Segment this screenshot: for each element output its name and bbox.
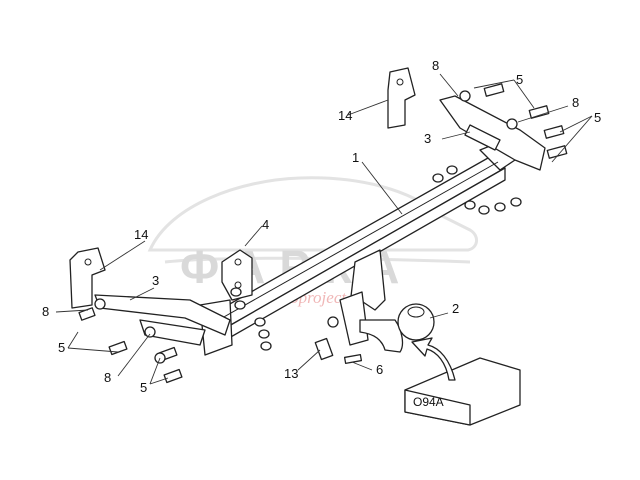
nut-row-beam-right — [432, 165, 522, 215]
callout-8-left: 8 — [42, 304, 49, 319]
callout-5-left: 5 — [58, 340, 65, 355]
left-reinforcement-plate — [69, 247, 106, 309]
callout-8-bottom: 8 — [104, 370, 111, 385]
socket-fixings — [314, 316, 363, 364]
watermark-car-outline — [147, 176, 478, 252]
callout-5-right: 5 — [594, 110, 601, 125]
callout-8-right: 8 — [572, 95, 579, 110]
arrow-into-box — [411, 337, 456, 381]
callout-3-left: 3 — [152, 273, 159, 288]
bolt-set-right — [459, 83, 568, 159]
callout-5-top: 5 — [516, 72, 523, 87]
right-reinforcement-plate — [387, 67, 416, 129]
spacer-plate — [221, 249, 253, 301]
callout-2: 2 — [452, 301, 459, 316]
kit-box-code: O94A — [413, 395, 444, 409]
callout-8-top: 8 — [432, 58, 439, 73]
callout-6: 6 — [376, 362, 383, 377]
right-side-bracket — [439, 95, 546, 171]
callout-3-right: 3 — [424, 131, 431, 146]
callout-labels: 1 2 3 3 4 5 5 5 5 6 8 8 8 8 13 14 14 — [42, 58, 601, 395]
callout-1: 1 — [352, 150, 359, 165]
nut-row-beam-left — [230, 287, 272, 351]
kit-box: O94A — [404, 357, 521, 426]
callout-5-bottom: 5 — [140, 380, 147, 395]
callout-leaders — [55, 73, 593, 385]
callout-14-right: 14 — [338, 108, 352, 123]
callout-4: 4 — [262, 217, 269, 232]
tow-ball-neck — [359, 303, 435, 353]
callout-14-left: 14 — [134, 227, 148, 242]
callout-13: 13 — [284, 366, 298, 381]
